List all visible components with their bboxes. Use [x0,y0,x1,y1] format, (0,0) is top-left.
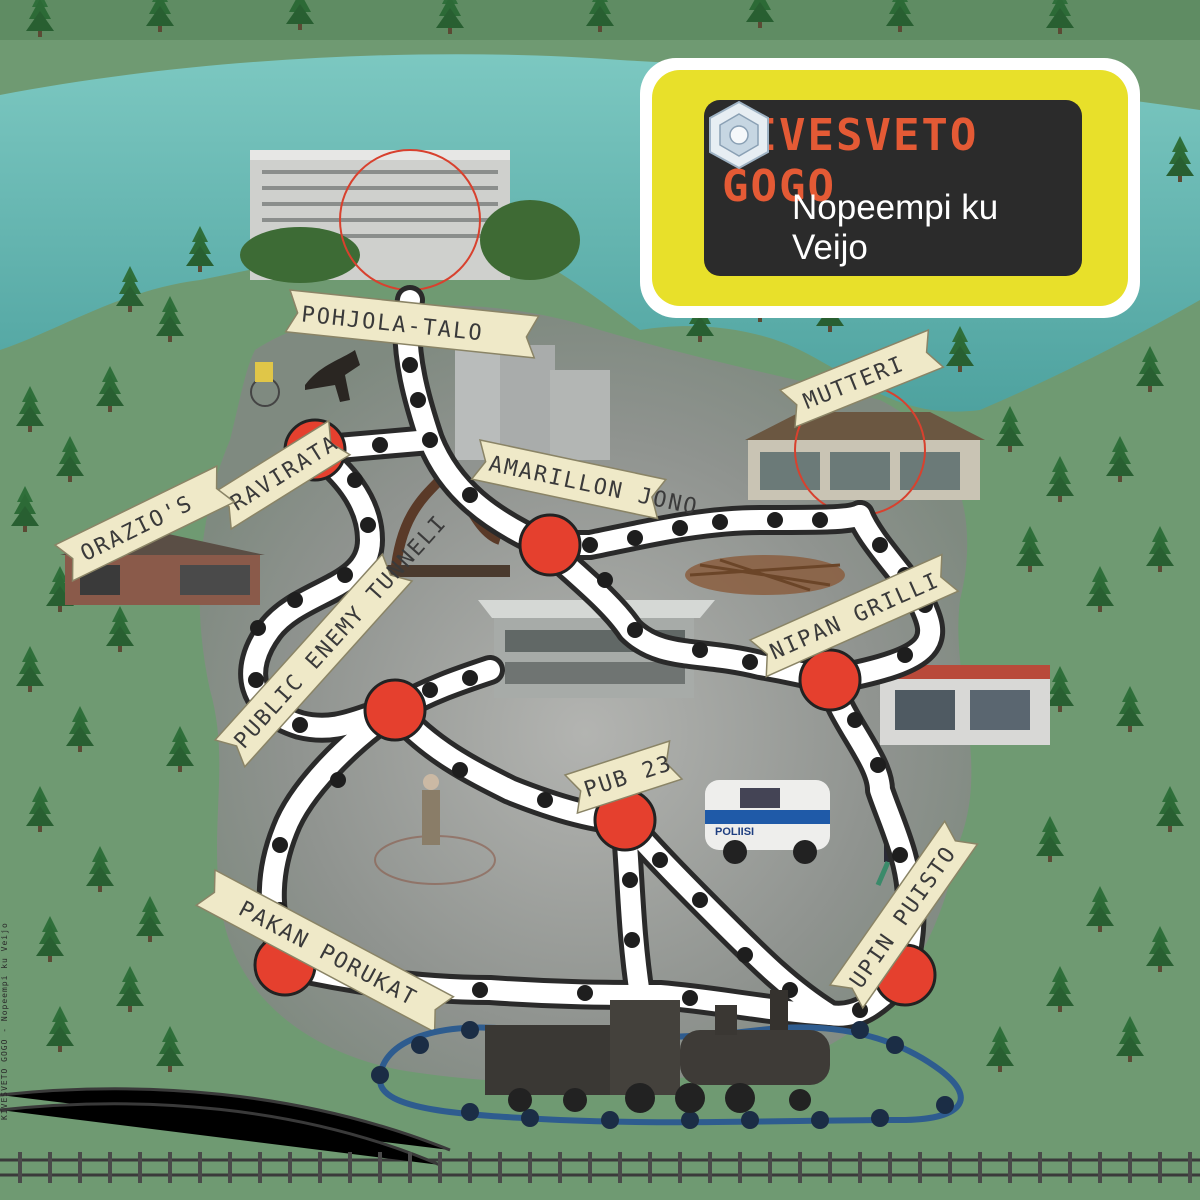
stops [253,418,937,1007]
diamond-icon [709,100,769,170]
old-man-figure [374,774,496,885]
path-dots [248,322,933,1018]
side-credit: KIVESVETO GOGO - Nopeempi ku Veijo [0,922,9,1120]
railroad-ties [18,1152,1192,1183]
pohjola-talo-building [240,149,580,291]
logo-dark-panel: KIVESVETO GOGO Nopeempi ku Veijo [704,100,1082,276]
album-logo: KIVESVETO GOGO Nopeempi ku Veijo [640,58,1140,318]
steam-locomotive [485,990,830,1113]
police-van-label: POLIISI [715,826,754,838]
stop-nipan-grilli [798,648,862,712]
branch-pile [685,555,845,595]
stop-public-enemy-tunneli [363,678,427,742]
railroad-tracks [0,1087,1200,1177]
album-title: Nopeempi ku Veijo [792,188,999,267]
office-towers [455,320,610,460]
police-van: POLIISI [705,780,830,864]
logo-yellow-frame: KIVESVETO GOGO Nopeempi ku Veijo [652,70,1128,306]
mutteri-building [745,384,985,516]
harness-horse [250,350,360,407]
nipan-grilli-building [880,665,1050,745]
stop-amarillon-jono [518,513,582,577]
